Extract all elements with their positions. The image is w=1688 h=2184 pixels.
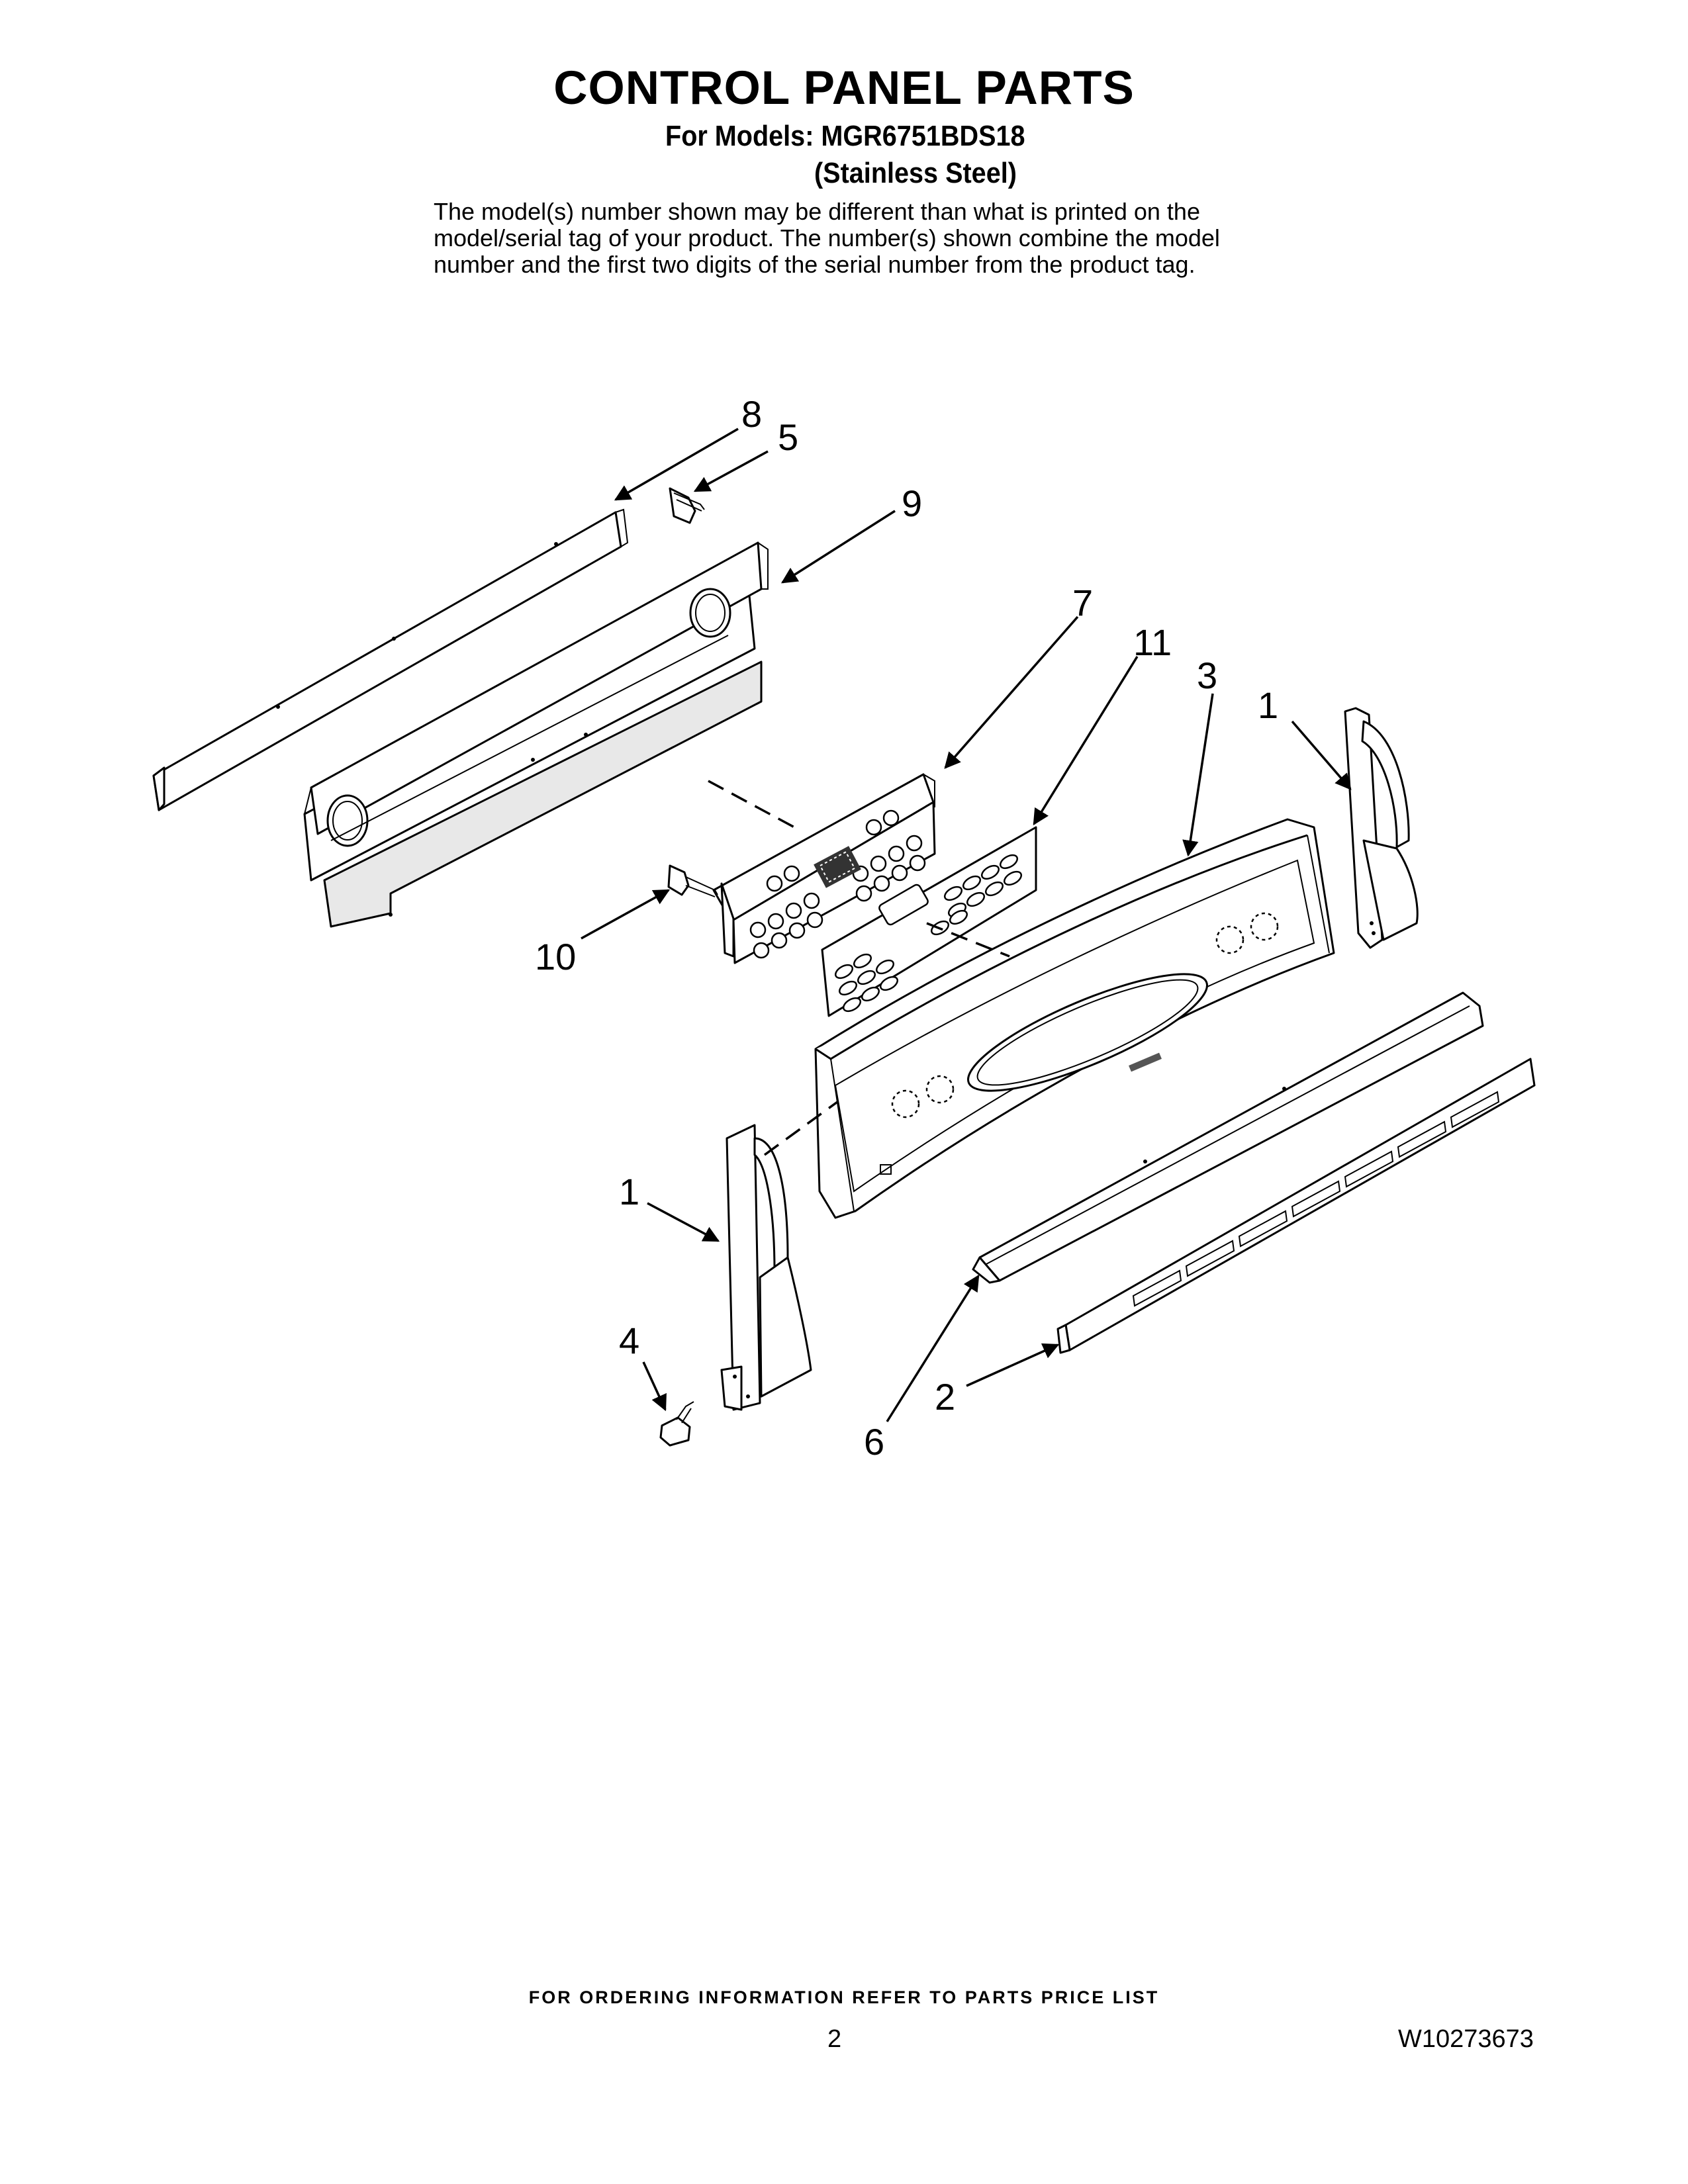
part-2-vent-grille [1056, 1058, 1536, 1354]
leader-2 [966, 1343, 1060, 1387]
ordering-note: FOR ORDERING INFORMATION REFER TO PARTS … [528, 1987, 1160, 2007]
callout-10: 10 [535, 936, 576, 978]
model-disclaimer: The model(s) number shown may be differe… [434, 199, 1347, 278]
part-7-control-board [712, 773, 936, 964]
leader-3 [1182, 693, 1214, 857]
callout-6: 6 [864, 1421, 884, 1463]
leader-9 [780, 510, 896, 584]
callout-11: 11 [1133, 621, 1172, 663]
callout-1-left: 1 [619, 1171, 639, 1212]
part-4-screw [659, 1401, 694, 1447]
callout-9: 9 [902, 482, 922, 524]
leader-5 [693, 450, 769, 492]
leader-1-right [1291, 720, 1352, 790]
callout-8: 8 [741, 393, 762, 435]
leader-6 [886, 1274, 980, 1422]
part-9-panel-backing [303, 541, 769, 928]
part-1-left-endcap [720, 1124, 812, 1411]
part-11-keypad-overlay [821, 826, 1037, 1017]
leader-1-left [647, 1202, 720, 1242]
alignment-line-endcap [763, 1101, 839, 1156]
callout-4: 4 [619, 1320, 639, 1361]
alignment-line-overlay [926, 922, 1010, 958]
part-5-screw [669, 487, 705, 524]
leader-4 [642, 1361, 667, 1412]
part-3-control-panel [814, 818, 1335, 1219]
document-number: W10273673 [1398, 2025, 1534, 2053]
leader-7 [944, 615, 1079, 769]
page-title: CONTROL PANEL PARTS [553, 62, 1135, 114]
callout-1-right: 1 [1258, 684, 1278, 726]
finish-line: (Stainless Steel) [814, 157, 1017, 189]
part-8-rear-shield [152, 508, 629, 811]
disclaimer-line: The model(s) number shown may be differe… [434, 198, 1200, 225]
callout-2: 2 [935, 1376, 955, 1418]
part-10-screw [667, 864, 718, 897]
part-6-trim-rail [972, 991, 1484, 1284]
alignment-line-board [708, 780, 795, 829]
leader-10 [581, 889, 671, 940]
callout-7: 7 [1072, 582, 1093, 623]
leader-8 [614, 428, 739, 501]
page-number: 2 [827, 2025, 842, 2053]
callout-5: 5 [778, 416, 798, 458]
callout-3: 3 [1197, 655, 1217, 696]
disclaimer-line: number and the first two digits of the s… [434, 251, 1196, 278]
part-1-right-endcap [1344, 707, 1419, 949]
disclaimer-line: model/serial tag of your product. The nu… [434, 224, 1220, 251]
leader-11 [1033, 656, 1139, 826]
models-line: For Models: MGR6751BDS18 [665, 120, 1025, 152]
